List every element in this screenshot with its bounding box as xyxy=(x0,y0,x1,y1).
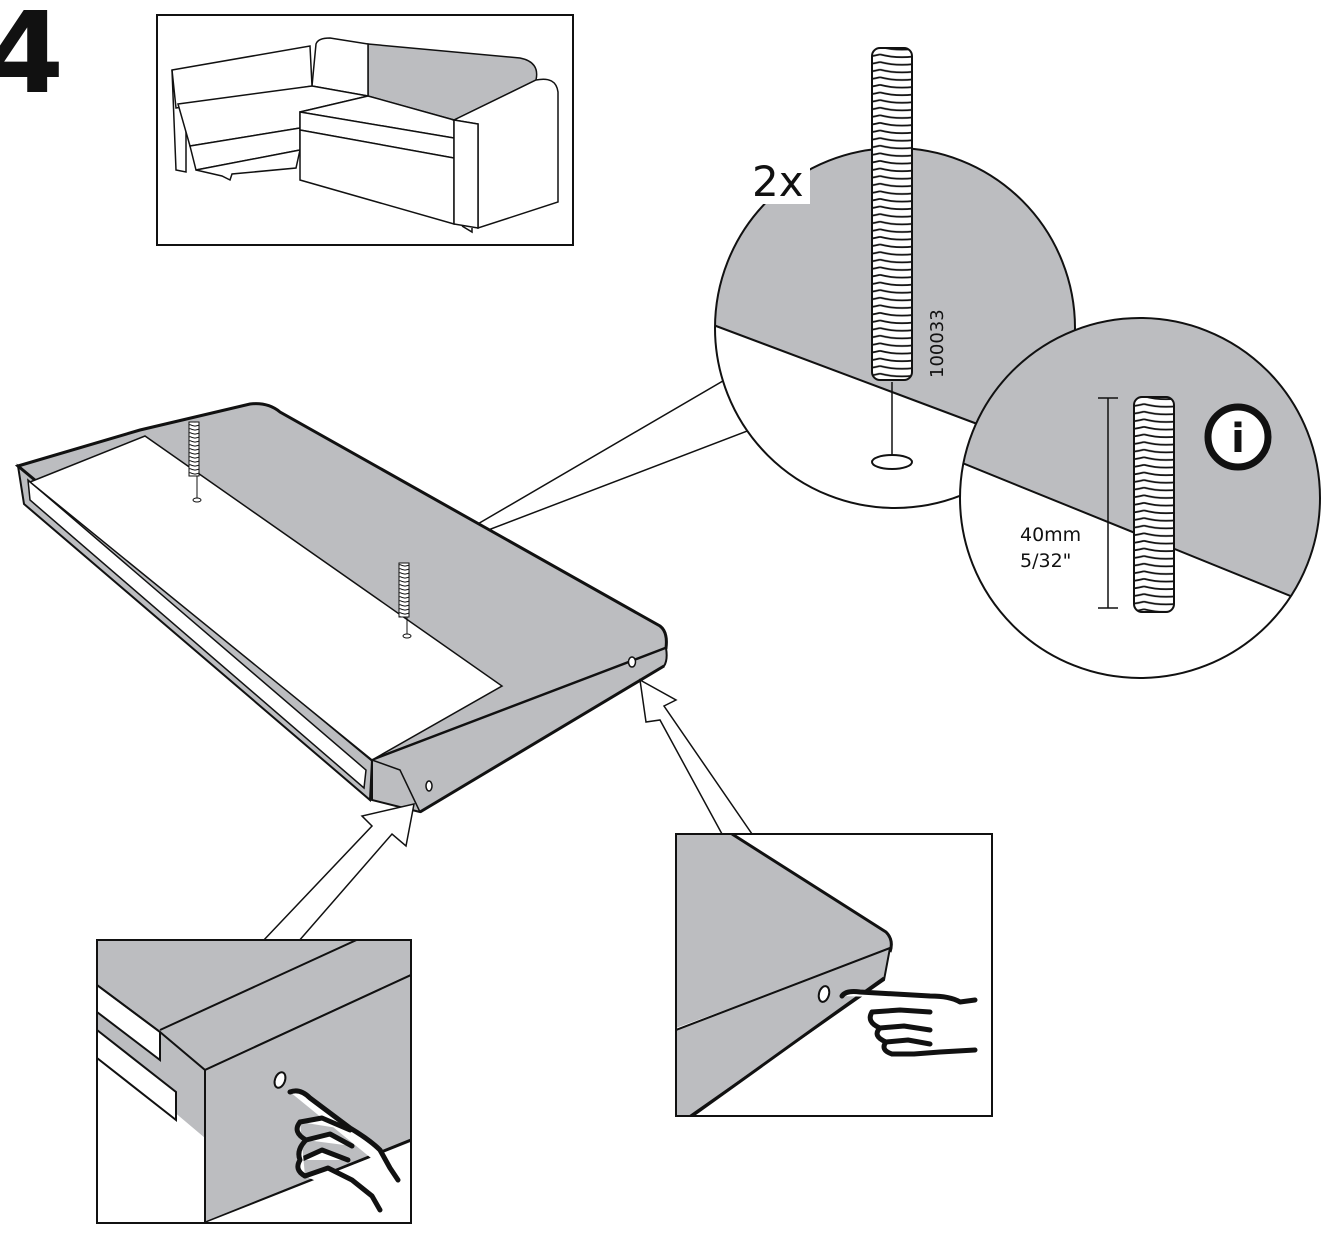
inset-left-hole-detail xyxy=(96,939,412,1224)
installed-bolt-2 xyxy=(398,562,410,618)
arrow-to-right-hole xyxy=(639,678,754,835)
sofa-base-board xyxy=(14,402,668,814)
bolt-length-circle: 40mm 5/32" i xyxy=(959,317,1321,679)
inset-left-hole xyxy=(273,1071,287,1089)
step-number: 4 xyxy=(0,0,64,119)
length-imperial: 5/32" xyxy=(1020,550,1071,572)
threaded-bolt xyxy=(871,47,913,381)
installed-bolt-1 xyxy=(188,421,200,477)
pre-drilled-hole-left xyxy=(425,780,433,792)
quantity-label: 2x xyxy=(752,157,804,206)
pointing-hand-icon xyxy=(839,989,978,1057)
info-icon xyxy=(1204,403,1272,471)
inset-right-hole-detail xyxy=(675,833,993,1117)
length-metric: 40mm xyxy=(1020,524,1081,546)
bolt-side-view xyxy=(1133,396,1175,613)
inset-right-hole xyxy=(817,985,831,1003)
pre-drilled-hole-right xyxy=(627,656,637,668)
sofa-overview-frame xyxy=(156,14,574,246)
part-number: 100033 xyxy=(927,309,948,378)
bolt-hole xyxy=(871,454,913,470)
pointing-hand-icon xyxy=(287,1088,401,1213)
arrow-to-left-hole xyxy=(260,803,415,943)
svg-text:i: i xyxy=(1231,416,1245,462)
